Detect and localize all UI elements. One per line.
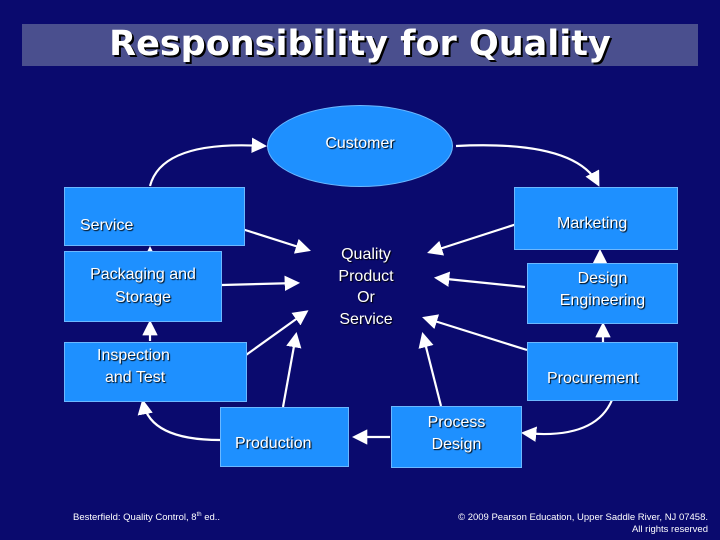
arrow-design-to-center (433, 271, 526, 289)
center-quality-product: Quality Product Or Service (300, 244, 432, 336)
node-design-engineering: Design Engineering (527, 263, 678, 324)
node-design-line1: Design (577, 270, 628, 287)
arrow-inspection-to-center (245, 310, 309, 356)
arrow-production-to-center (281, 331, 302, 408)
center-line4: Service (339, 310, 393, 328)
arrow-customer-to-marketing (455, 144, 600, 187)
node-inspection: Inspection and Test (64, 342, 247, 402)
footer-citation-suffix: ed.. (201, 512, 221, 524)
node-inspection-line1: Inspection (97, 347, 170, 364)
slide-title: Responsibility for Quality (109, 24, 611, 64)
node-inspection-line2: and Test (105, 369, 166, 386)
node-packaging: Packaging and Storage (64, 251, 222, 322)
node-customer-label: Customer (325, 135, 395, 152)
node-packaging-line1: Packaging and (90, 266, 196, 283)
node-production-label: Production (235, 435, 312, 452)
footer-copyright-line2: All rights reserved (631, 524, 708, 535)
arrow-production-to-inspection (137, 398, 221, 442)
arrow-packaging-to-center (221, 275, 301, 292)
center-line1: Quality (341, 246, 391, 263)
node-design-line2: Engineering (559, 292, 646, 309)
node-process-line2: Design (431, 436, 482, 453)
node-customer: Customer (267, 105, 453, 187)
node-marketing-label: Marketing (557, 215, 628, 232)
node-packaging-line2: Storage (114, 289, 172, 306)
arrow-procurement-to-center (422, 314, 528, 352)
center-line3: Or (357, 289, 375, 306)
arrow-service-to-customer (148, 137, 268, 187)
node-procurement: Procurement (527, 342, 678, 401)
node-marketing: Marketing (514, 187, 678, 250)
center-line2: Product (338, 267, 394, 285)
node-service-label: Service (80, 217, 134, 234)
node-process-design: Process Design (391, 406, 522, 468)
arrow-marketing-to-center (427, 220, 524, 256)
footer-citation-sup: th (196, 512, 202, 518)
footer-citation-text: Besterfield: Quality Control, 8 (73, 512, 197, 524)
node-process-line1: Process (427, 414, 486, 431)
arrow-process-to-center (418, 332, 443, 407)
node-production: Production (220, 407, 349, 467)
footer-copyright: © 2009 Pearson Education, Upper Saddle R… (458, 512, 708, 536)
title-bar (22, 24, 698, 66)
footer-citation: Besterfield: Quality Control, 8th ed.. (73, 512, 220, 523)
node-procurement-label: Procurement (547, 370, 639, 387)
arrow-procurement-to-process (520, 399, 614, 442)
node-service: Service (64, 187, 245, 246)
footer-copyright-line1: © 2009 Pearson Education, Upper Saddle R… (458, 512, 708, 523)
